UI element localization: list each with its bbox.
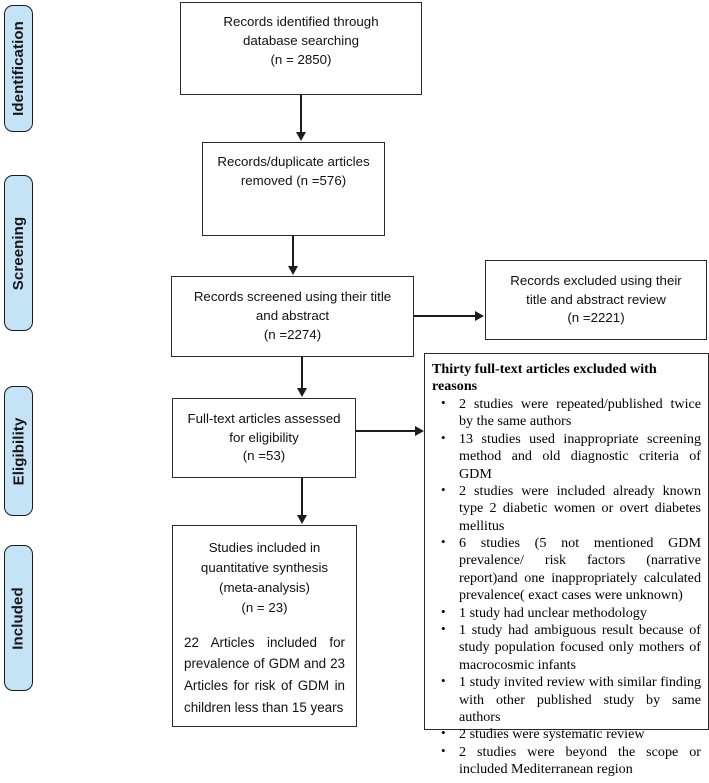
stage-label-screening: Screening bbox=[4, 175, 33, 331]
stage-label-eligibility-text: Eligibility bbox=[10, 417, 27, 485]
list-item: 1 study had unclear methodology bbox=[441, 604, 701, 622]
arrowhead-fulltext-to-reasons bbox=[415, 425, 424, 436]
box-records-excluded: Records excluded using their title and a… bbox=[485, 260, 707, 340]
box-duplicates-removed-text: Records/duplicate articles removed (n =5… bbox=[217, 154, 370, 188]
arrowhead-screened-to-excluded bbox=[475, 310, 484, 321]
connector-screened-to-excluded bbox=[414, 315, 476, 317]
box-fulltext-assessed: Full-text articles assessed for eligibil… bbox=[172, 398, 356, 478]
list-item: 2 studies were systematic review bbox=[441, 725, 701, 743]
box-records-identified: Records identified through database sear… bbox=[180, 2, 422, 95]
connector-fulltext-to-included bbox=[301, 478, 303, 516]
arrowhead-duplicates-to-screened bbox=[287, 266, 298, 275]
box-studies-included: Studies included in quantitative synthes… bbox=[172, 525, 357, 727]
box-studies-included-detail: 22 Articles included for prevalence of G… bbox=[184, 634, 345, 715]
connector-duplicates-to-screened bbox=[292, 236, 294, 267]
box-fulltext-assessed-text: Full-text articles assessed for eligibil… bbox=[187, 410, 341, 464]
list-item: 6 studies (5 not mentioned GDM prevalenc… bbox=[441, 534, 701, 605]
stage-label-included: Included bbox=[4, 545, 33, 691]
box-records-identified-text: Records identified through database sear… bbox=[223, 14, 379, 67]
list-item: 2 studies were beyond the scope or inclu… bbox=[441, 743, 701, 779]
box-duplicates-removed: Records/duplicate articles removed (n =5… bbox=[202, 142, 385, 236]
connector-identified-to-duplicates bbox=[300, 95, 302, 133]
stage-label-screening-text: Screening bbox=[10, 216, 27, 290]
arrowhead-identified-to-duplicates bbox=[295, 132, 306, 141]
exclusion-reasons-title: Thirty full-text articles excluded with … bbox=[432, 361, 657, 395]
connector-screened-to-fulltext bbox=[301, 357, 303, 389]
stage-label-identification: Identification bbox=[4, 5, 33, 132]
prisma-flow-diagram: Identification Screening Eligibility Inc… bbox=[0, 0, 709, 733]
arrowhead-screened-to-fulltext bbox=[296, 388, 307, 397]
stage-label-included-text: Included bbox=[10, 586, 28, 650]
list-item: 1 study had ambiguous result because of … bbox=[441, 621, 701, 674]
list-item: 1 study invited review with similar find… bbox=[441, 673, 701, 726]
box-exclusion-reasons: Thirty full-text articles excluded with … bbox=[424, 353, 709, 777]
box-records-screened-text: Records screened using their title and a… bbox=[193, 289, 392, 342]
box-studies-included-heading: Studies included in quantitative synthes… bbox=[200, 540, 329, 615]
box-records-excluded-text: Records excluded using their title and a… bbox=[510, 272, 682, 326]
list-item: 13 studies used inappropriate screening … bbox=[441, 430, 701, 483]
exclusion-reasons-content: Thirty full-text articles excluded with … bbox=[425, 354, 708, 783]
arrowhead-fulltext-to-included bbox=[296, 515, 307, 524]
exclusion-reasons-list: 2 studies were repeated/published twice … bbox=[432, 395, 703, 779]
list-item: 2 studies were repeated/published twice … bbox=[441, 395, 701, 431]
stage-label-identification-text: Identification bbox=[10, 21, 28, 116]
box-records-screened: Records screened using their title and a… bbox=[171, 276, 414, 357]
connector-fulltext-to-reasons bbox=[356, 430, 416, 432]
list-item: 2 studies were included already known ty… bbox=[441, 482, 701, 535]
stage-label-eligibility: Eligibility bbox=[4, 386, 33, 516]
